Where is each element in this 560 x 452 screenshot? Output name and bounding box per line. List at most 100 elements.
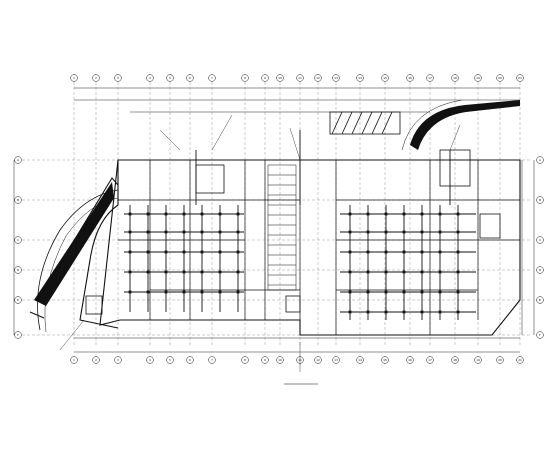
axis-bubble xyxy=(536,266,544,274)
axis-bubble xyxy=(261,74,269,82)
diffuser xyxy=(182,270,186,274)
axis-label: 18 xyxy=(453,76,457,80)
diffuser xyxy=(236,212,240,216)
diffuser xyxy=(164,290,168,294)
air-diffusers xyxy=(128,212,460,314)
diffuser xyxy=(128,230,132,234)
axis-label: 6 xyxy=(189,76,191,80)
axis-label: D xyxy=(539,268,542,272)
axis-label: A xyxy=(539,158,542,162)
axis-label: 12 xyxy=(316,358,320,362)
axis-bubble xyxy=(536,156,544,164)
axis-label: 2 xyxy=(95,358,97,362)
diffuser xyxy=(218,212,222,216)
axis-bubble xyxy=(496,356,504,364)
curved-ramp-left xyxy=(34,182,119,333)
diffuser xyxy=(366,310,370,314)
axis-label: 5 xyxy=(169,76,171,80)
axis-bubble xyxy=(14,331,22,339)
axis-bubble xyxy=(314,356,322,364)
diffuser xyxy=(164,250,168,254)
diffuser xyxy=(200,270,204,274)
axis-bubble xyxy=(166,356,174,364)
axis-label: 10 xyxy=(278,358,282,362)
diffuser xyxy=(456,290,460,294)
diffuser xyxy=(218,290,222,294)
axis-bubble xyxy=(92,356,100,364)
axis-label: F xyxy=(17,333,19,337)
axis-label: 19 xyxy=(476,76,480,80)
axis-label: C xyxy=(17,238,19,242)
axis-bubble xyxy=(332,74,340,82)
axis-label: 6 xyxy=(189,358,191,362)
diffuser xyxy=(402,212,406,216)
diffuser xyxy=(420,250,424,254)
axis-label: 3 xyxy=(117,358,119,362)
diffuser xyxy=(146,230,150,234)
axis-bubble xyxy=(516,74,524,82)
diffuser xyxy=(348,270,352,274)
diffuser xyxy=(236,230,240,234)
axis-bubble xyxy=(208,74,216,82)
diffuser xyxy=(402,230,406,234)
diffuser xyxy=(128,250,132,254)
diffuser xyxy=(348,230,352,234)
axis-label: 10 xyxy=(278,76,282,80)
axis-label: B xyxy=(17,198,19,202)
axis-bubble xyxy=(14,156,22,164)
bottom-dimension-lines xyxy=(74,337,520,353)
diffuser xyxy=(182,250,186,254)
diffuser xyxy=(384,250,388,254)
axis-label: 13 xyxy=(334,76,338,80)
axis-label: 5 xyxy=(169,358,171,362)
diffuser xyxy=(236,250,240,254)
axis-bubble xyxy=(92,74,100,82)
axis-bubble xyxy=(241,356,249,364)
axis-bubble xyxy=(474,74,482,82)
callout-leaders xyxy=(59,114,461,372)
axis-bubble xyxy=(14,296,22,304)
axis-label: 14 xyxy=(358,358,362,362)
axis-label: C xyxy=(539,238,541,242)
axis-label: 1 xyxy=(73,76,75,80)
axis-label: 21 xyxy=(518,76,522,80)
axis-bubble xyxy=(14,196,22,204)
diffuser xyxy=(182,230,186,234)
diffuser xyxy=(456,230,460,234)
axis-bubble xyxy=(208,356,216,364)
diffuser xyxy=(164,212,168,216)
axis-label: 16 xyxy=(408,76,412,80)
axis-bubble xyxy=(536,196,544,204)
axis-bubble xyxy=(146,356,154,364)
axis-label: 2 xyxy=(95,76,97,80)
diffuser xyxy=(182,212,186,216)
axis-bubble xyxy=(536,331,544,339)
axis-label: F xyxy=(539,333,541,337)
diffuser xyxy=(218,230,222,234)
axis-label: 19 xyxy=(476,358,480,362)
axis-label: 3 xyxy=(117,76,119,80)
axis-bubble xyxy=(146,74,154,82)
axis-label: 18 xyxy=(453,358,457,362)
axis-bubble xyxy=(296,74,304,82)
diffuser xyxy=(420,230,424,234)
axis-bubble xyxy=(426,74,434,82)
axis-label: 7 xyxy=(211,358,213,362)
diffuser xyxy=(146,270,150,274)
axis-label: 11 xyxy=(298,76,302,80)
diffuser xyxy=(438,250,442,254)
axis-label: 9 xyxy=(264,76,266,80)
axis-bubble xyxy=(474,356,482,364)
axis-bubble xyxy=(14,266,22,274)
axis-label: 17 xyxy=(428,76,432,80)
axis-bubble xyxy=(516,356,524,364)
diffuser xyxy=(236,270,240,274)
axis-bubble xyxy=(406,356,414,364)
diffuser xyxy=(420,310,424,314)
axis-bubble xyxy=(381,74,389,82)
axis-label: B xyxy=(539,198,541,202)
axis-bubble xyxy=(70,356,78,364)
